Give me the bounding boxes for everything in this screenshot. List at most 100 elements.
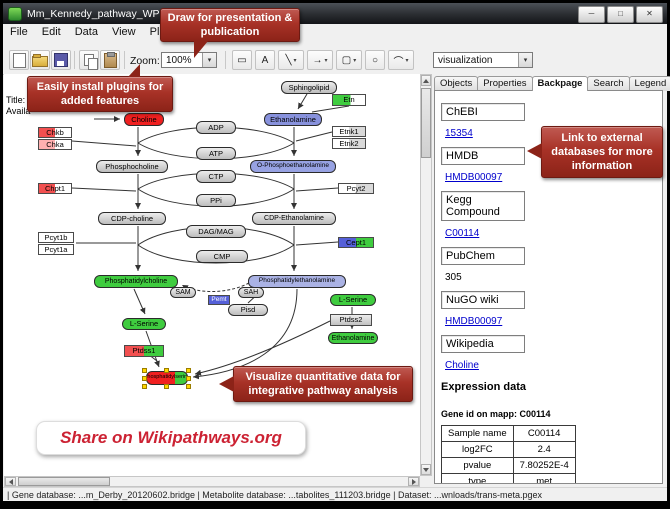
node-cmp[interactable]: CMP [196, 250, 248, 263]
hmdb-link[interactable]: HMDB00097 [445, 172, 503, 183]
node-phosphatidylserine-selected[interactable]: Phosphatidylserine [146, 371, 188, 385]
close-button[interactable]: ✕ [636, 6, 663, 23]
selection-handle[interactable] [164, 384, 169, 389]
node-atp[interactable]: ATP [196, 147, 236, 160]
node-l-serine-left[interactable]: L-Serine [122, 318, 166, 330]
tab-objects[interactable]: Objects [434, 76, 479, 91]
scroll-down-button[interactable] [421, 464, 431, 475]
node-pcyt2[interactable]: Pcyt2 [338, 183, 374, 194]
node-cdp-ethanolamine[interactable]: CDP-Ethanolamine [252, 212, 336, 225]
chevron-down-icon[interactable]: ▾ [353, 57, 357, 64]
node-sphingolipid[interactable]: Sphingolipid [281, 81, 337, 94]
zoom-select[interactable]: 100% ▾ [161, 52, 217, 68]
title-bar[interactable]: Mm_Kennedy_pathway_WP1771_45176.gp ─ □ ✕ [3, 3, 667, 24]
arrow-tool-button[interactable]: →▾ [307, 50, 333, 70]
node-phosphocholine[interactable]: Phosphocholine [96, 160, 168, 173]
node-etnk1[interactable]: Etnk1 [332, 126, 366, 137]
open-folder-icon [32, 54, 48, 67]
tab-properties[interactable]: Properties [477, 76, 533, 91]
copy-button[interactable] [79, 50, 99, 70]
table-cell: 2.4 [512, 441, 576, 458]
pathway-title-label: Title: [6, 95, 26, 105]
selection-handle[interactable] [186, 384, 191, 389]
node-cept1[interactable]: Cept1 [338, 237, 374, 248]
chebi-link[interactable]: 15354 [445, 128, 473, 139]
node-chpt1[interactable]: Chpt1 [38, 183, 72, 194]
tab-search[interactable]: Search [587, 76, 630, 91]
node-choline[interactable]: Choline [124, 113, 164, 126]
line-tool-button[interactable]: ╲▾ [278, 50, 304, 70]
node-sam[interactable]: SAM [170, 287, 196, 298]
menu-data[interactable]: Data [74, 26, 98, 38]
paste-button[interactable] [100, 50, 120, 70]
node-ethanolamine[interactable]: Ethanolamine [264, 113, 322, 126]
selection-handle[interactable] [142, 376, 147, 381]
arc-tool-button[interactable]: ⌒▾ [388, 50, 414, 70]
expression-data-title: Expression data [441, 381, 526, 393]
callout-tail [527, 143, 542, 159]
chevron-down-icon[interactable]: ▾ [293, 57, 297, 64]
horizontal-scrollbar[interactable] [4, 476, 420, 487]
selection-handle[interactable] [186, 376, 191, 381]
callout-install-plugins: Easily install plugins for added feature… [27, 76, 173, 112]
tab-backpage[interactable]: Backpage [531, 76, 589, 91]
node-ptdss1[interactable]: Ptdss1 [124, 345, 164, 357]
chevron-down-icon[interactable]: ▾ [518, 53, 532, 67]
ellipse-tool-icon: ○ [371, 54, 379, 66]
node-ctp[interactable]: CTP [196, 170, 236, 183]
shape-tool-button[interactable]: ▢▾ [336, 50, 362, 70]
vertical-scroll-thumb[interactable] [421, 88, 431, 158]
selection-handle[interactable] [142, 368, 147, 373]
kegg-link[interactable]: C00114 [445, 228, 480, 239]
node-phosphatidylethanolamine[interactable]: Phosphatidylethanolamine [248, 275, 346, 288]
chevron-down-icon[interactable]: ▾ [324, 57, 328, 64]
maximize-button[interactable]: □ [607, 6, 634, 23]
tab-legend[interactable]: Legend [628, 76, 670, 91]
scroll-left-button[interactable] [5, 477, 16, 486]
menu-file[interactable]: File [10, 26, 28, 38]
arrow-tool-icon: → [312, 54, 323, 66]
node-pisd[interactable]: Pisd [228, 304, 268, 316]
node-ethanolamine-bottom[interactable]: Ethanolamine [328, 332, 378, 344]
save-button[interactable] [51, 50, 71, 70]
node-pcyt1b[interactable]: Pcyt1b [38, 232, 74, 243]
chevron-down-icon[interactable]: ▾ [405, 57, 409, 64]
node-cdp-choline[interactable]: CDP-choline [98, 212, 166, 225]
node-dag-mag[interactable]: DAG/MAG [186, 225, 246, 238]
node-pemt[interactable]: Pemt [208, 295, 230, 305]
menu-edit[interactable]: Edit [41, 26, 61, 38]
node-o-phosphoethanolamine[interactable]: O-Phosphoethanolamine [250, 160, 336, 173]
node-etn[interactable]: Etn [332, 94, 366, 106]
new-button[interactable] [9, 50, 29, 70]
node-phosphatidylcholine[interactable]: Phosphatidylcholine [94, 275, 178, 288]
node-chka[interactable]: Chka [38, 139, 72, 150]
minimize-button[interactable]: ─ [578, 6, 605, 23]
node-ptdss2[interactable]: Ptdss2 [330, 314, 372, 326]
selection-handle[interactable] [142, 384, 147, 389]
right-arrow-icon [411, 478, 416, 485]
ellipse-tool-button[interactable]: ○ [365, 50, 385, 70]
visualization-select[interactable]: visualization ▾ [433, 52, 533, 68]
label-tool-button[interactable]: A [255, 50, 275, 70]
scroll-right-button[interactable] [408, 477, 419, 486]
wikipedia-link[interactable]: Choline [445, 360, 479, 371]
menu-view[interactable]: View [111, 26, 136, 38]
node-pcyt1a[interactable]: Pcyt1a [38, 244, 74, 255]
open-button[interactable] [30, 50, 50, 70]
node-etnk2[interactable]: Etnk2 [332, 138, 366, 149]
up-arrow-icon [423, 78, 429, 83]
selection-handle[interactable] [186, 368, 191, 373]
node-adp[interactable]: ADP [196, 121, 236, 134]
nugo-wiki-link[interactable]: HMDB00097 [445, 316, 503, 327]
node-l-serine-right[interactable]: L-Serine [330, 294, 376, 306]
node-chkb[interactable]: Chkb [38, 127, 72, 138]
scroll-up-button[interactable] [421, 75, 431, 86]
datanode-tool-button[interactable]: ▭ [232, 50, 252, 70]
callout-tail [128, 64, 140, 77]
node-sah[interactable]: SAH [238, 287, 264, 298]
line-tool-icon: ╲ [285, 54, 292, 66]
vertical-scrollbar[interactable] [420, 74, 432, 476]
horizontal-scroll-thumb[interactable] [18, 477, 110, 486]
selection-handle[interactable] [164, 368, 169, 373]
node-ppi[interactable]: PPi [196, 194, 236, 207]
